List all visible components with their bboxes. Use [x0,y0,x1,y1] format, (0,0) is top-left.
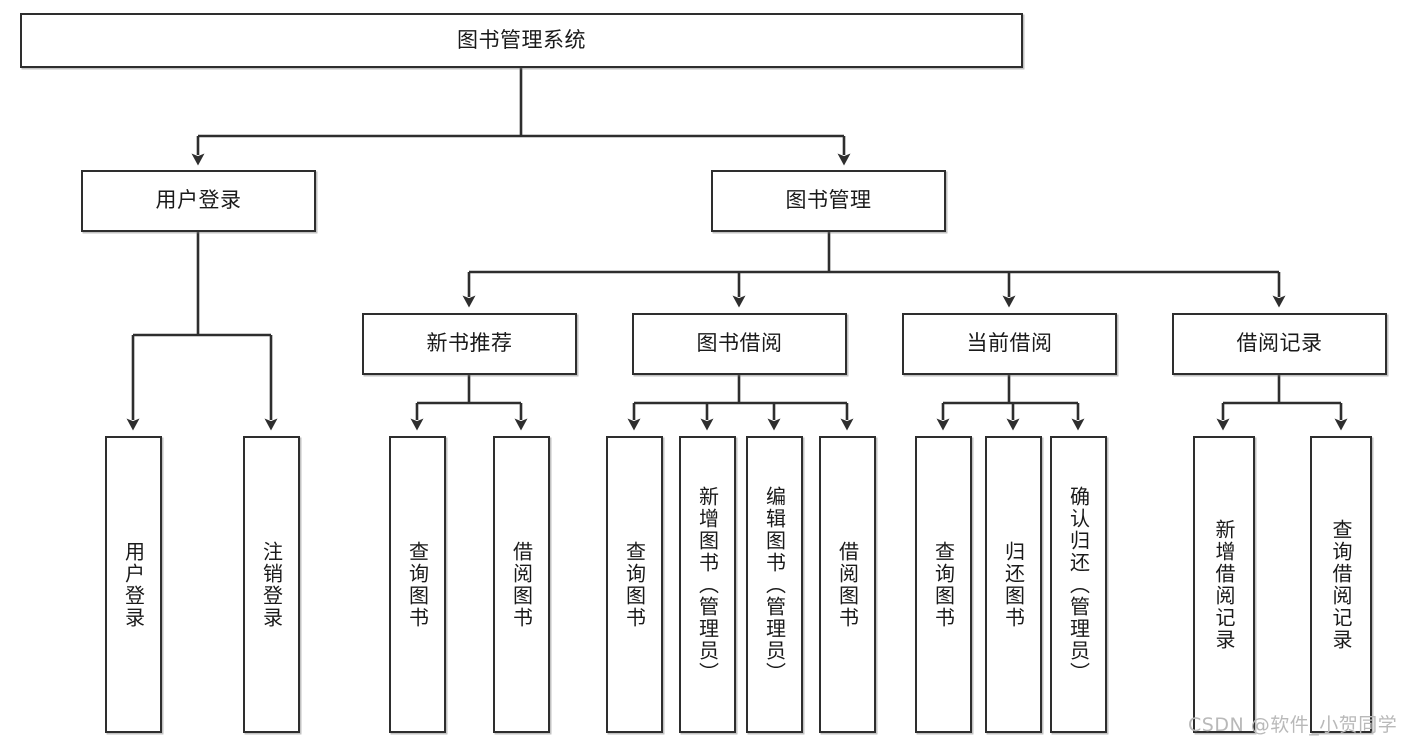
node-new-book-recommend-label: 新书推荐 [426,331,513,356]
leaf-return-book[interactable]: 归还图书 [985,436,1042,733]
node-book-management[interactable]: 图书管理 [711,170,946,232]
leaf-logout-label: 注销登录 [259,540,284,629]
leaf-add-borrow-record-label: 新增借阅记录 [1212,518,1236,651]
node-root-label: 图书管理系统 [457,27,586,52]
leaf-edit-book-admin-label: 编辑图书（管理员） [762,485,787,684]
node-root[interactable]: 图书管理系统 [20,13,1023,68]
leaf-borrow-book-label: 借阅图书 [835,540,860,629]
leaf-add-borrow-record[interactable]: 新增借阅记录 [1193,436,1255,733]
leaf-borrow-book-recommend[interactable]: 借阅图书 [493,436,550,733]
leaf-edit-book-admin[interactable]: 编辑图书（管理员） [746,436,803,733]
leaf-query-book-current[interactable]: 查询图书 [915,436,972,733]
leaf-query-book-borrow[interactable]: 查询图书 [606,436,663,733]
leaf-add-book-admin-label: 新增图书（管理员） [695,485,720,684]
node-book-borrow[interactable]: 图书借阅 [632,313,847,375]
node-borrow-record-label: 借阅记录 [1236,331,1323,356]
node-book-borrow-label: 图书借阅 [696,331,783,356]
leaf-add-book-admin[interactable]: 新增图书（管理员） [679,436,736,733]
leaf-confirm-return-admin[interactable]: 确认归还（管理员） [1050,436,1107,733]
leaf-query-borrow-record[interactable]: 查询借阅记录 [1310,436,1372,733]
leaf-query-book-recommend[interactable]: 查询图书 [389,436,446,733]
leaf-confirm-return-admin-label: 确认归还（管理员） [1066,485,1091,684]
node-book-management-label: 图书管理 [785,188,872,213]
leaf-borrow-book-recommend-label: 借阅图书 [509,540,534,629]
leaf-query-book-borrow-label: 查询图书 [622,540,647,629]
leaf-return-book-label: 归还图书 [1001,540,1026,629]
leaf-query-book-recommend-label: 查询图书 [405,540,430,629]
leaf-user-login[interactable]: 用户登录 [105,436,162,733]
leaf-borrow-book[interactable]: 借阅图书 [819,436,876,733]
node-current-borrow[interactable]: 当前借阅 [902,313,1117,375]
leaf-query-book-current-label: 查询图书 [931,540,956,629]
node-user-login-label: 用户登录 [155,188,242,213]
watermark: CSDN @软件_小贺同学 [1188,714,1398,736]
leaf-user-login-label: 用户登录 [121,540,146,629]
node-current-borrow-label: 当前借阅 [966,331,1053,356]
node-new-book-recommend[interactable]: 新书推荐 [362,313,577,375]
leaf-query-borrow-record-label: 查询借阅记录 [1329,518,1353,651]
node-borrow-record[interactable]: 借阅记录 [1172,313,1387,375]
leaf-logout[interactable]: 注销登录 [243,436,300,733]
node-user-login[interactable]: 用户登录 [81,170,316,232]
